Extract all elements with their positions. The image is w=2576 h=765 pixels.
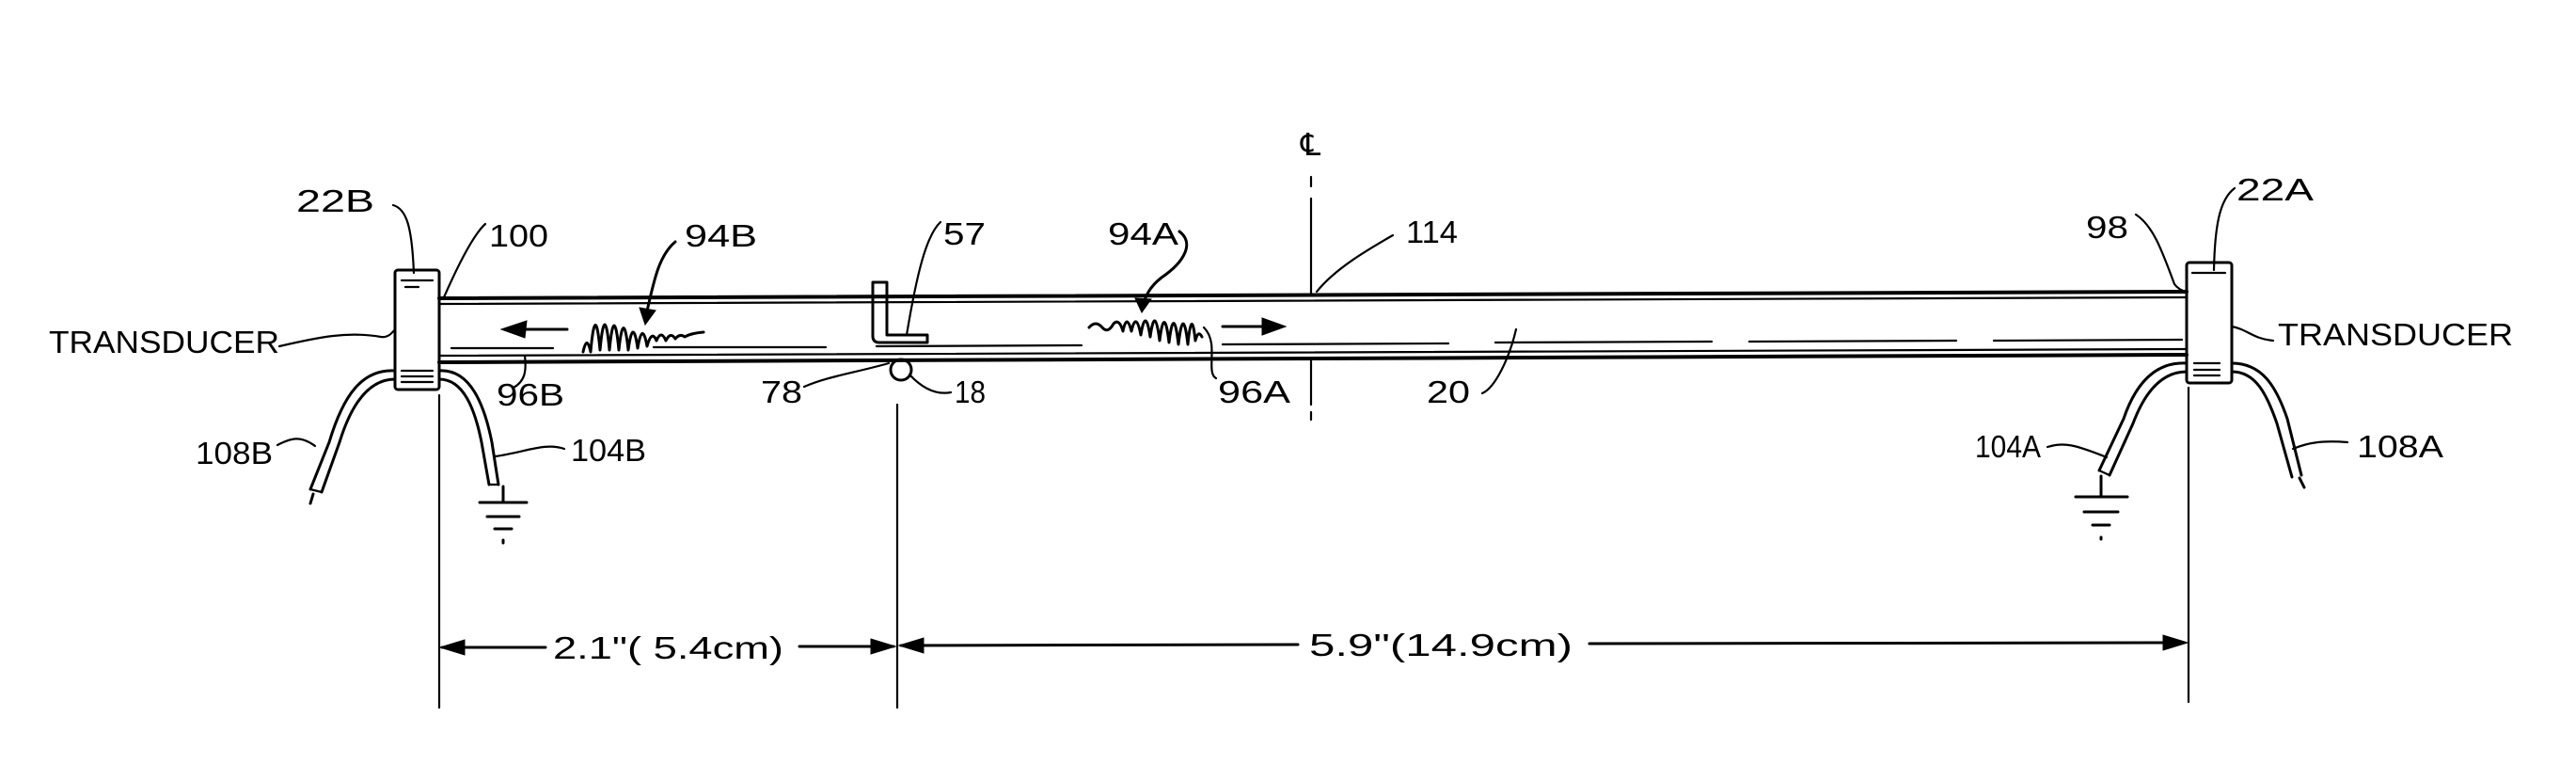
labels: TRANSDUCER TRANSDUCER 22B 22A 100 98 94B… — [49, 172, 2513, 665]
bracket-57 — [871, 280, 929, 344]
label-108b: 108B — [196, 436, 273, 470]
label-transducer-left: TRANSDUCER — [49, 325, 279, 359]
label-22b: 22B — [296, 183, 374, 218]
label-18: 18 — [955, 375, 986, 409]
label-22a: 22A — [2236, 172, 2314, 207]
dimension-lines — [437, 386, 2190, 709]
waveguide-rod — [437, 290, 2189, 364]
label-114: 114 — [1406, 215, 1458, 249]
centerline-symbol: ℄ — [1300, 127, 1320, 162]
leader-lines — [276, 186, 2349, 459]
label-98: 98 — [2086, 210, 2128, 245]
label-94a: 94A — [1108, 216, 1178, 251]
label-94b: 94B — [685, 218, 757, 253]
wave-pulse-94b — [499, 240, 705, 354]
ground-icon-right — [2074, 474, 2129, 541]
label-78: 78 — [761, 375, 802, 409]
dimension-right-label: 5.9"(14.9cm) — [1309, 628, 1572, 662]
label-96a: 96A — [1218, 375, 1290, 409]
label-100: 100 — [489, 218, 548, 253]
label-104b: 104B — [571, 433, 646, 468]
centerline: ℄ — [1300, 127, 1320, 422]
label-108a: 108A — [2357, 429, 2443, 464]
wave-pulse-94a — [1087, 230, 1288, 346]
transducer-22b — [308, 268, 529, 545]
ground-icon-left — [478, 485, 529, 545]
label-104a: 104A — [1975, 429, 2041, 464]
label-transducer-right: TRANSDUCER — [2278, 317, 2513, 352]
marker-18 — [889, 358, 913, 382]
dimension-left-label: 2.1"( 5.4cm) — [553, 630, 783, 665]
label-20: 20 — [1427, 375, 1470, 409]
transducer-22a — [2074, 261, 2306, 541]
label-96b: 96B — [497, 377, 564, 412]
label-57: 57 — [943, 216, 986, 251]
